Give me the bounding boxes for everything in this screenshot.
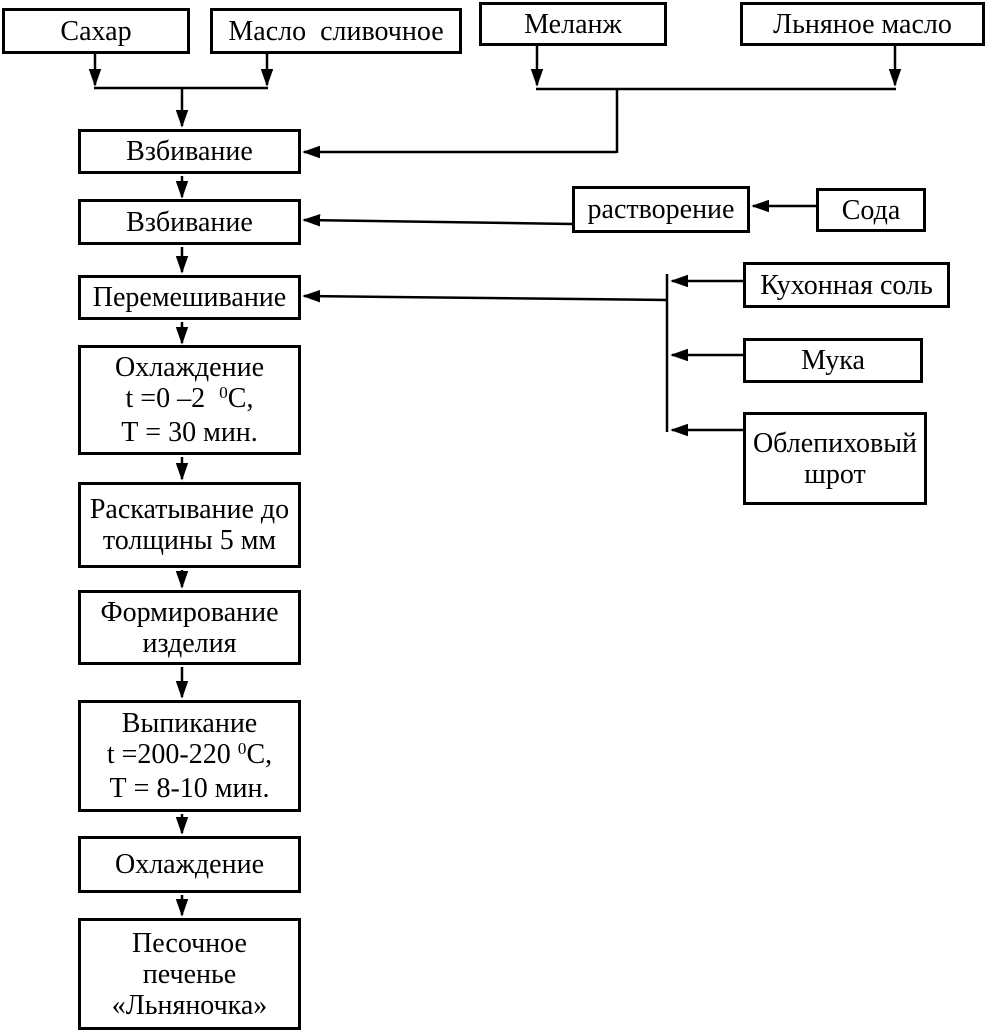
node-product: Песочное печенье «Льняночка» xyxy=(78,918,301,1030)
temp-text: t =0 –2 xyxy=(125,383,220,414)
node-label: Кухонная соль xyxy=(760,269,933,301)
node-salt: Кухонная соль xyxy=(743,262,950,308)
node-label-line: t =200-220 0С, xyxy=(107,739,272,773)
node-label: Перемешивание xyxy=(92,282,287,313)
node-label-line: изделия xyxy=(142,627,237,659)
node-dissolution: растворение xyxy=(572,186,750,233)
node-label-line: «Льняночка» xyxy=(111,989,268,1021)
edge-dry-ingredients-connector xyxy=(302,274,669,432)
node-label-line: шрот xyxy=(804,458,866,490)
node-label-line: t =0 –2 0С, xyxy=(126,383,254,417)
node-label: Сахар xyxy=(60,15,132,47)
node-label: Масло сливочное xyxy=(228,15,444,47)
node-label: Мука xyxy=(801,345,865,376)
node-label-line: Песочное xyxy=(132,927,247,959)
node-sea-buckthorn-meal: Облепиховый шрот xyxy=(743,412,927,505)
node-label-line: Охлаждение xyxy=(114,352,265,383)
node-label: Взбивание xyxy=(126,136,253,167)
node-label: Льняное масло xyxy=(773,8,952,40)
node-label-line: Выпикание xyxy=(121,708,258,739)
node-label: Взбивание xyxy=(126,206,253,238)
edge-dissolution-to-whipping2 xyxy=(302,213,573,227)
node-cooling-1: Охлаждение t =0 –2 0С, Т = 30 мин. xyxy=(78,345,301,455)
edge-melange-linseed-merge xyxy=(302,87,896,159)
node-soda: Сода xyxy=(816,188,926,232)
node-label-line: Облепиховый xyxy=(752,427,918,459)
temp-unit: С, xyxy=(246,739,273,770)
temp-unit: С, xyxy=(227,383,254,414)
node-flour: Мука xyxy=(743,338,923,383)
node-butter: Масло сливочное xyxy=(210,8,462,54)
node-label: растворение xyxy=(587,194,735,225)
node-cooling-2: Охлаждение xyxy=(78,836,301,893)
node-baking: Выпикание t =200-220 0С, Т = 8-10 мин. xyxy=(78,700,301,812)
node-sugar: Сахар xyxy=(2,8,190,54)
edge-sugar-butter-merge xyxy=(94,86,268,128)
node-label-line: Т = 8-10 мин. xyxy=(109,773,270,804)
node-linseed-oil: Льняное масло xyxy=(740,2,985,46)
node-mixing: Перемешивание xyxy=(78,275,301,320)
temp-text: t =200-220 xyxy=(106,739,238,770)
degree-superscript: 0 xyxy=(219,383,228,403)
node-label-line: Раскатывание до xyxy=(89,494,290,525)
node-rolling: Раскатывание до толщины 5 мм xyxy=(78,482,301,568)
node-whipping-2: Взбивание xyxy=(78,199,301,245)
node-melange: Меланж xyxy=(479,2,667,46)
node-label: Меланж xyxy=(524,8,622,40)
degree-superscript: 0 xyxy=(237,739,247,759)
node-forming: Формирование изделия xyxy=(78,590,301,665)
node-label-line: толщины 5 мм xyxy=(102,525,277,556)
node-label: Охлаждение xyxy=(114,849,265,880)
node-label: Сода xyxy=(841,194,901,226)
node-label-line: печенье xyxy=(142,958,237,990)
node-label-line: Т = 30 мин. xyxy=(121,417,258,448)
node-label-line: Формирование xyxy=(100,596,279,628)
node-whipping-1: Взбивание xyxy=(78,129,301,174)
